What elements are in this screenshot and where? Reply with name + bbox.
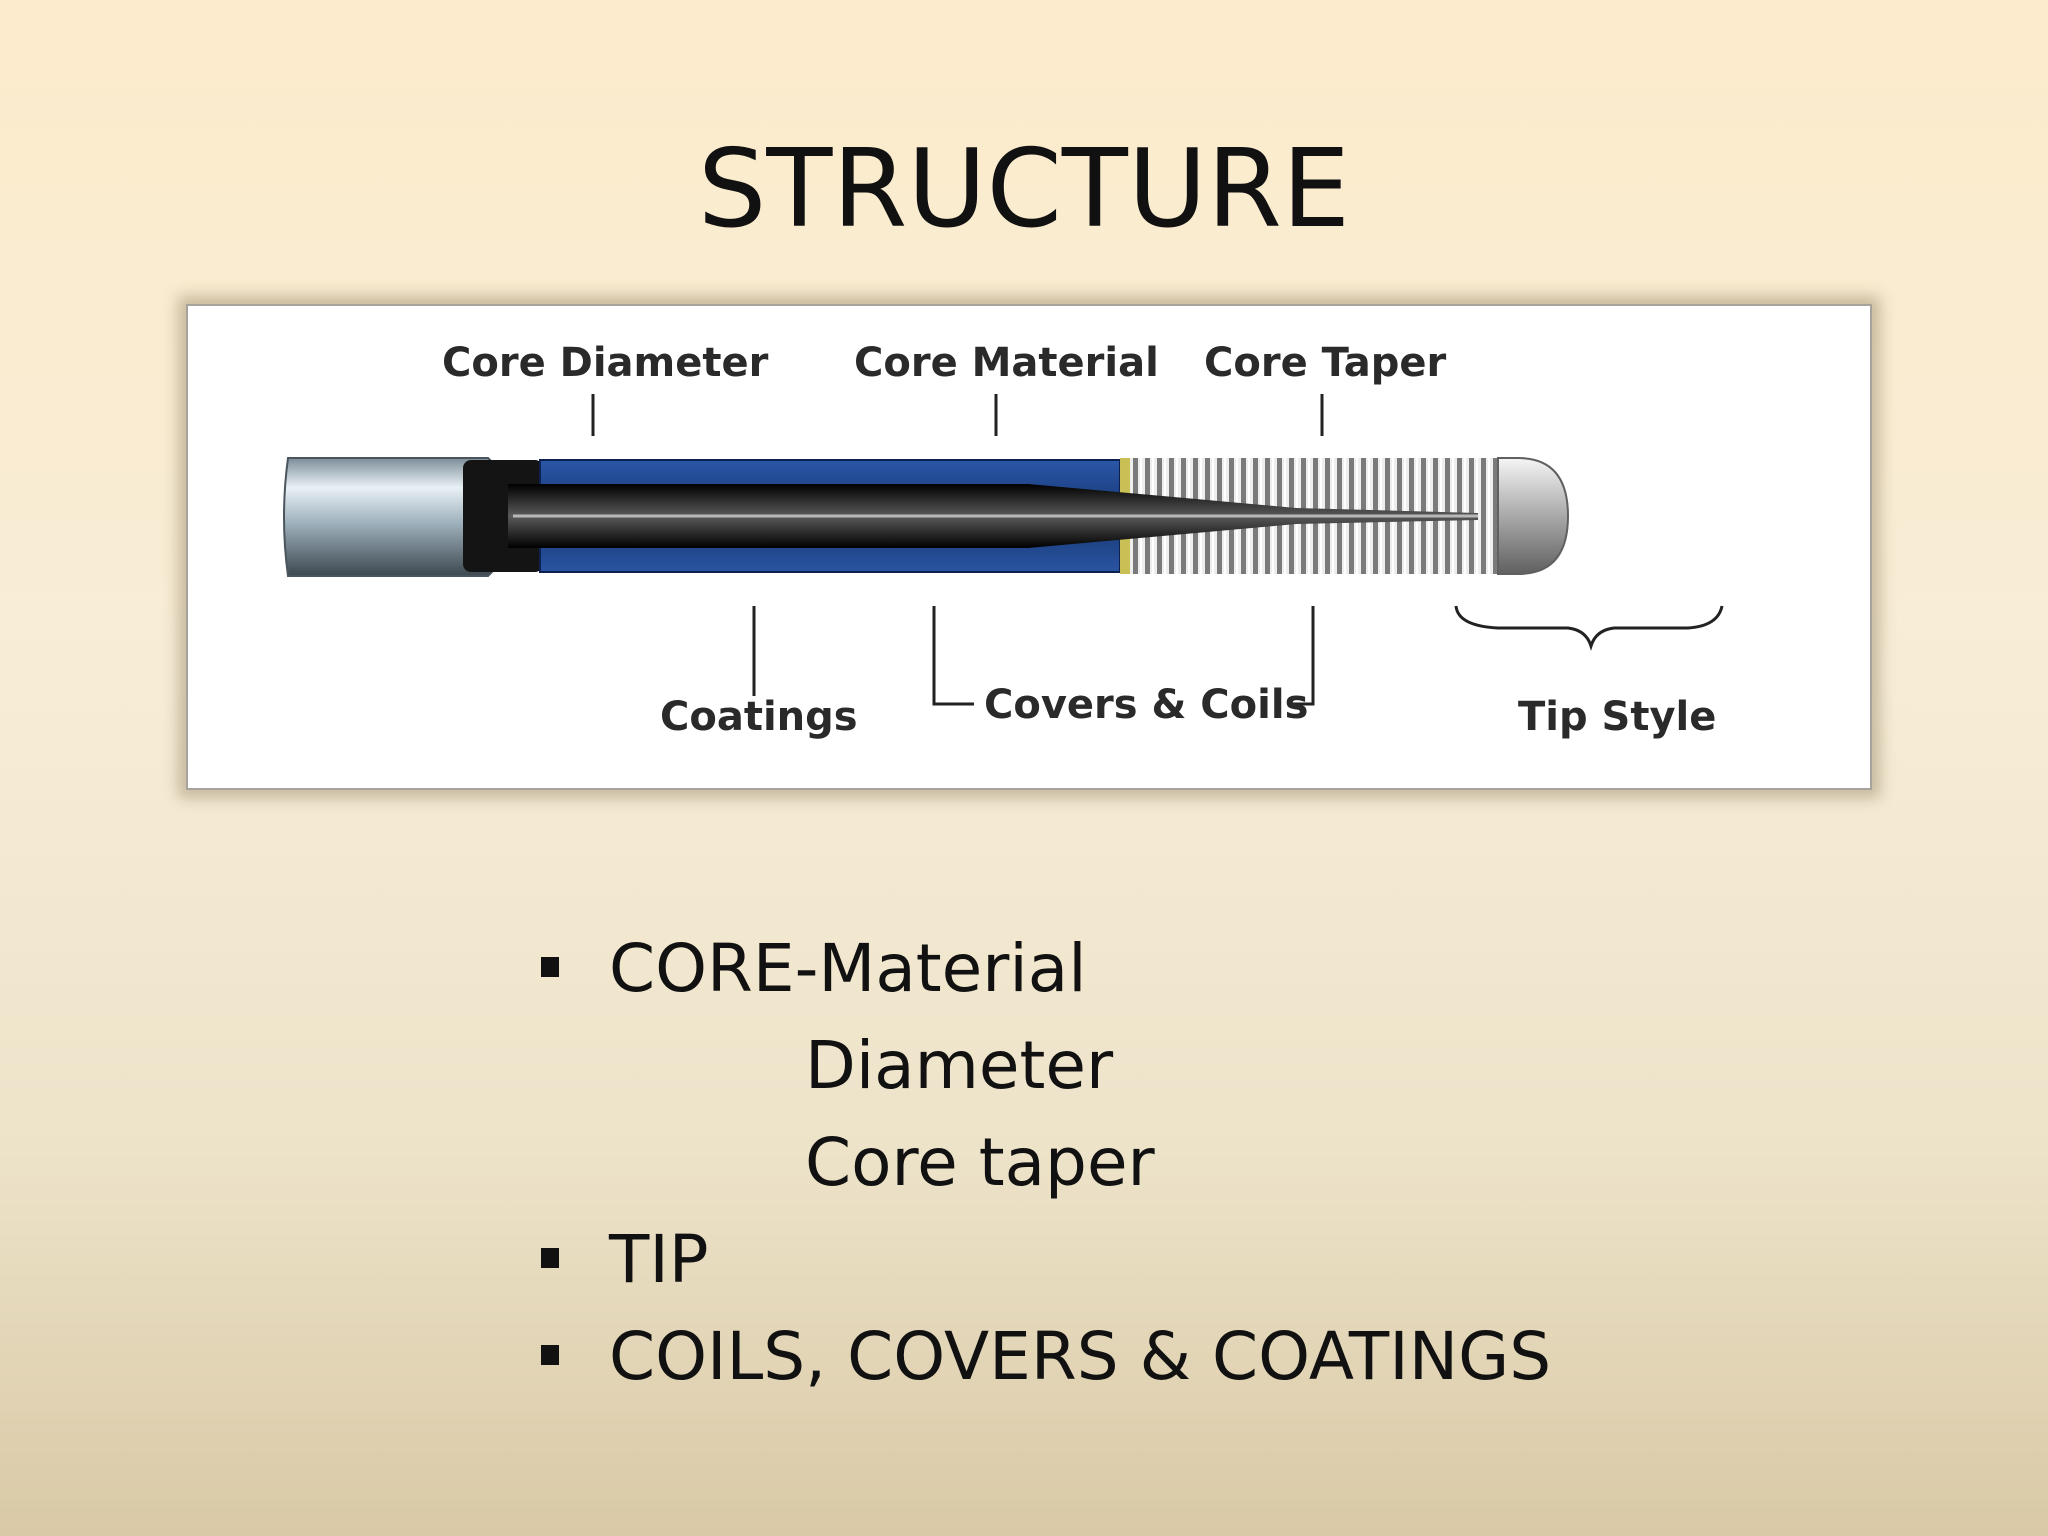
covers-coils-bracket: [932, 606, 1315, 706]
atraumatic-tip: [1497, 457, 1570, 575]
label-covers-coils: Covers & Coils: [984, 682, 1308, 728]
guidewire-diagram: Core Diameter Core Material Core Taper C…: [186, 304, 1872, 790]
bullet-coils: COILS, COVERS & COATINGS: [535, 1308, 1835, 1405]
bullet-core: CORE-Material: [535, 920, 1835, 1017]
bullet-tip: TIP: [535, 1211, 1835, 1308]
label-tip-style: Tip Style: [1518, 694, 1716, 740]
bullet-core-sub-diameter: Diameter: [535, 1017, 1835, 1114]
slide-title: STRUCTURE: [697, 127, 1351, 252]
core-wire: [508, 484, 1478, 548]
bullet-core-sub-taper: Core taper: [535, 1114, 1835, 1211]
bullet-text: TIP: [609, 1221, 709, 1298]
bullet-subtext: Core taper: [805, 1124, 1155, 1201]
label-core-taper: Core Taper: [1204, 340, 1447, 386]
label-core-diameter: Core Diameter: [442, 340, 769, 386]
guidewire-svg: Core Diameter Core Material Core Taper C…: [283, 340, 1724, 740]
bullet-list: CORE-Material Diameter Core taper TIP CO…: [535, 920, 1835, 1405]
bullet-subtext: Diameter: [805, 1027, 1114, 1104]
bullet-marker: [541, 1248, 559, 1268]
label-coatings: Coatings: [660, 694, 858, 740]
label-core-material: Core Material: [854, 340, 1159, 386]
bullet-text: COILS, COVERS & COATINGS: [609, 1318, 1552, 1395]
bullet-text: CORE-Material: [609, 930, 1087, 1007]
bullet-marker: [541, 1345, 559, 1365]
bullet-marker: [541, 957, 559, 977]
tip-style-brace: [1454, 605, 1724, 652]
